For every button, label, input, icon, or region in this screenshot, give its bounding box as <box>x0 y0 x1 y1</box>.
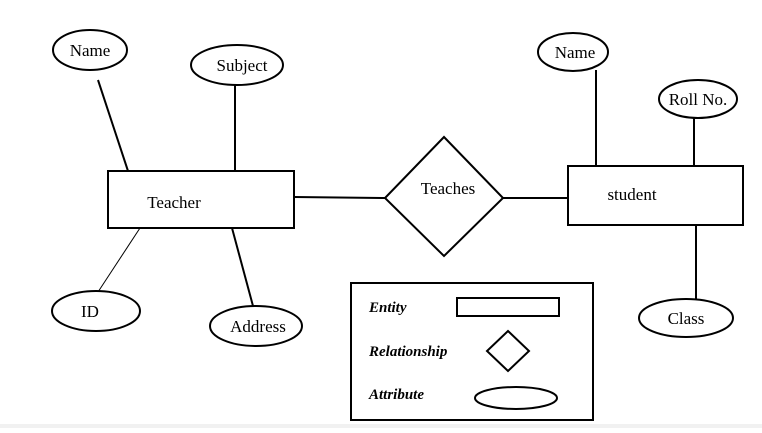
entity-student-box <box>567 165 744 226</box>
relationship-teaches-diamond <box>383 135 505 258</box>
attribute-student-class: Class <box>638 298 734 338</box>
attribute-student-class-ellipse <box>638 298 734 338</box>
legend-relationship-symbol <box>485 329 531 373</box>
line-teacher-teaches <box>293 196 386 199</box>
attribute-teacher-address-ellipse <box>209 305 303 347</box>
attribute-teacher-id: ID <box>51 290 141 332</box>
attribute-teacher-address: Address <box>209 305 303 347</box>
connectors <box>97 70 697 307</box>
attribute-teacher-subject-ellipse <box>190 44 284 86</box>
attribute-teacher-id-label: ID <box>81 302 99 321</box>
legend-attribute-label: Attribute <box>368 387 424 403</box>
relationship-teaches-label: Teaches <box>421 179 476 198</box>
attribute-student-roll-label: Roll No. <box>669 90 728 109</box>
bottom-edge-strip <box>0 424 762 428</box>
line-teacher-name <box>97 79 129 172</box>
entity-teacher: Teacher <box>107 170 295 229</box>
line-teacher-id <box>97 227 141 293</box>
attribute-teacher-id-ellipse <box>51 290 141 332</box>
attribute-student-roll: Roll No. <box>658 79 738 119</box>
line-teacher-address <box>231 227 254 307</box>
legend-attribute-symbol <box>474 386 558 410</box>
legend-relationship-label: Relationship <box>368 344 448 360</box>
attribute-student-name-label: Name <box>555 43 596 62</box>
entity-teacher-label: Teacher <box>147 193 201 212</box>
legend-entity-symbol <box>456 297 560 317</box>
attribute-student-roll-ellipse <box>658 79 738 119</box>
attribute-teacher-subject-label: Subject <box>217 56 268 75</box>
entity-student: student <box>567 165 744 226</box>
attribute-teacher-name-ellipse <box>52 29 128 71</box>
entity-teacher-box <box>107 170 295 229</box>
attribute-teacher-name-label: Name <box>70 41 111 60</box>
attribute-teacher-address-label: Address <box>230 317 286 336</box>
attribute-student-name-ellipse <box>537 32 609 72</box>
relationship-teaches: Teaches <box>383 135 505 258</box>
legend: Entity Relationship Attribute <box>350 282 594 421</box>
entity-student-label: student <box>607 185 656 204</box>
attribute-teacher-subject: Subject <box>190 44 284 86</box>
attribute-student-class-label: Class <box>668 309 705 328</box>
attribute-teacher-name: Name <box>52 29 128 71</box>
attribute-student-name: Name <box>537 32 609 72</box>
legend-entity-label: Entity <box>368 300 407 316</box>
